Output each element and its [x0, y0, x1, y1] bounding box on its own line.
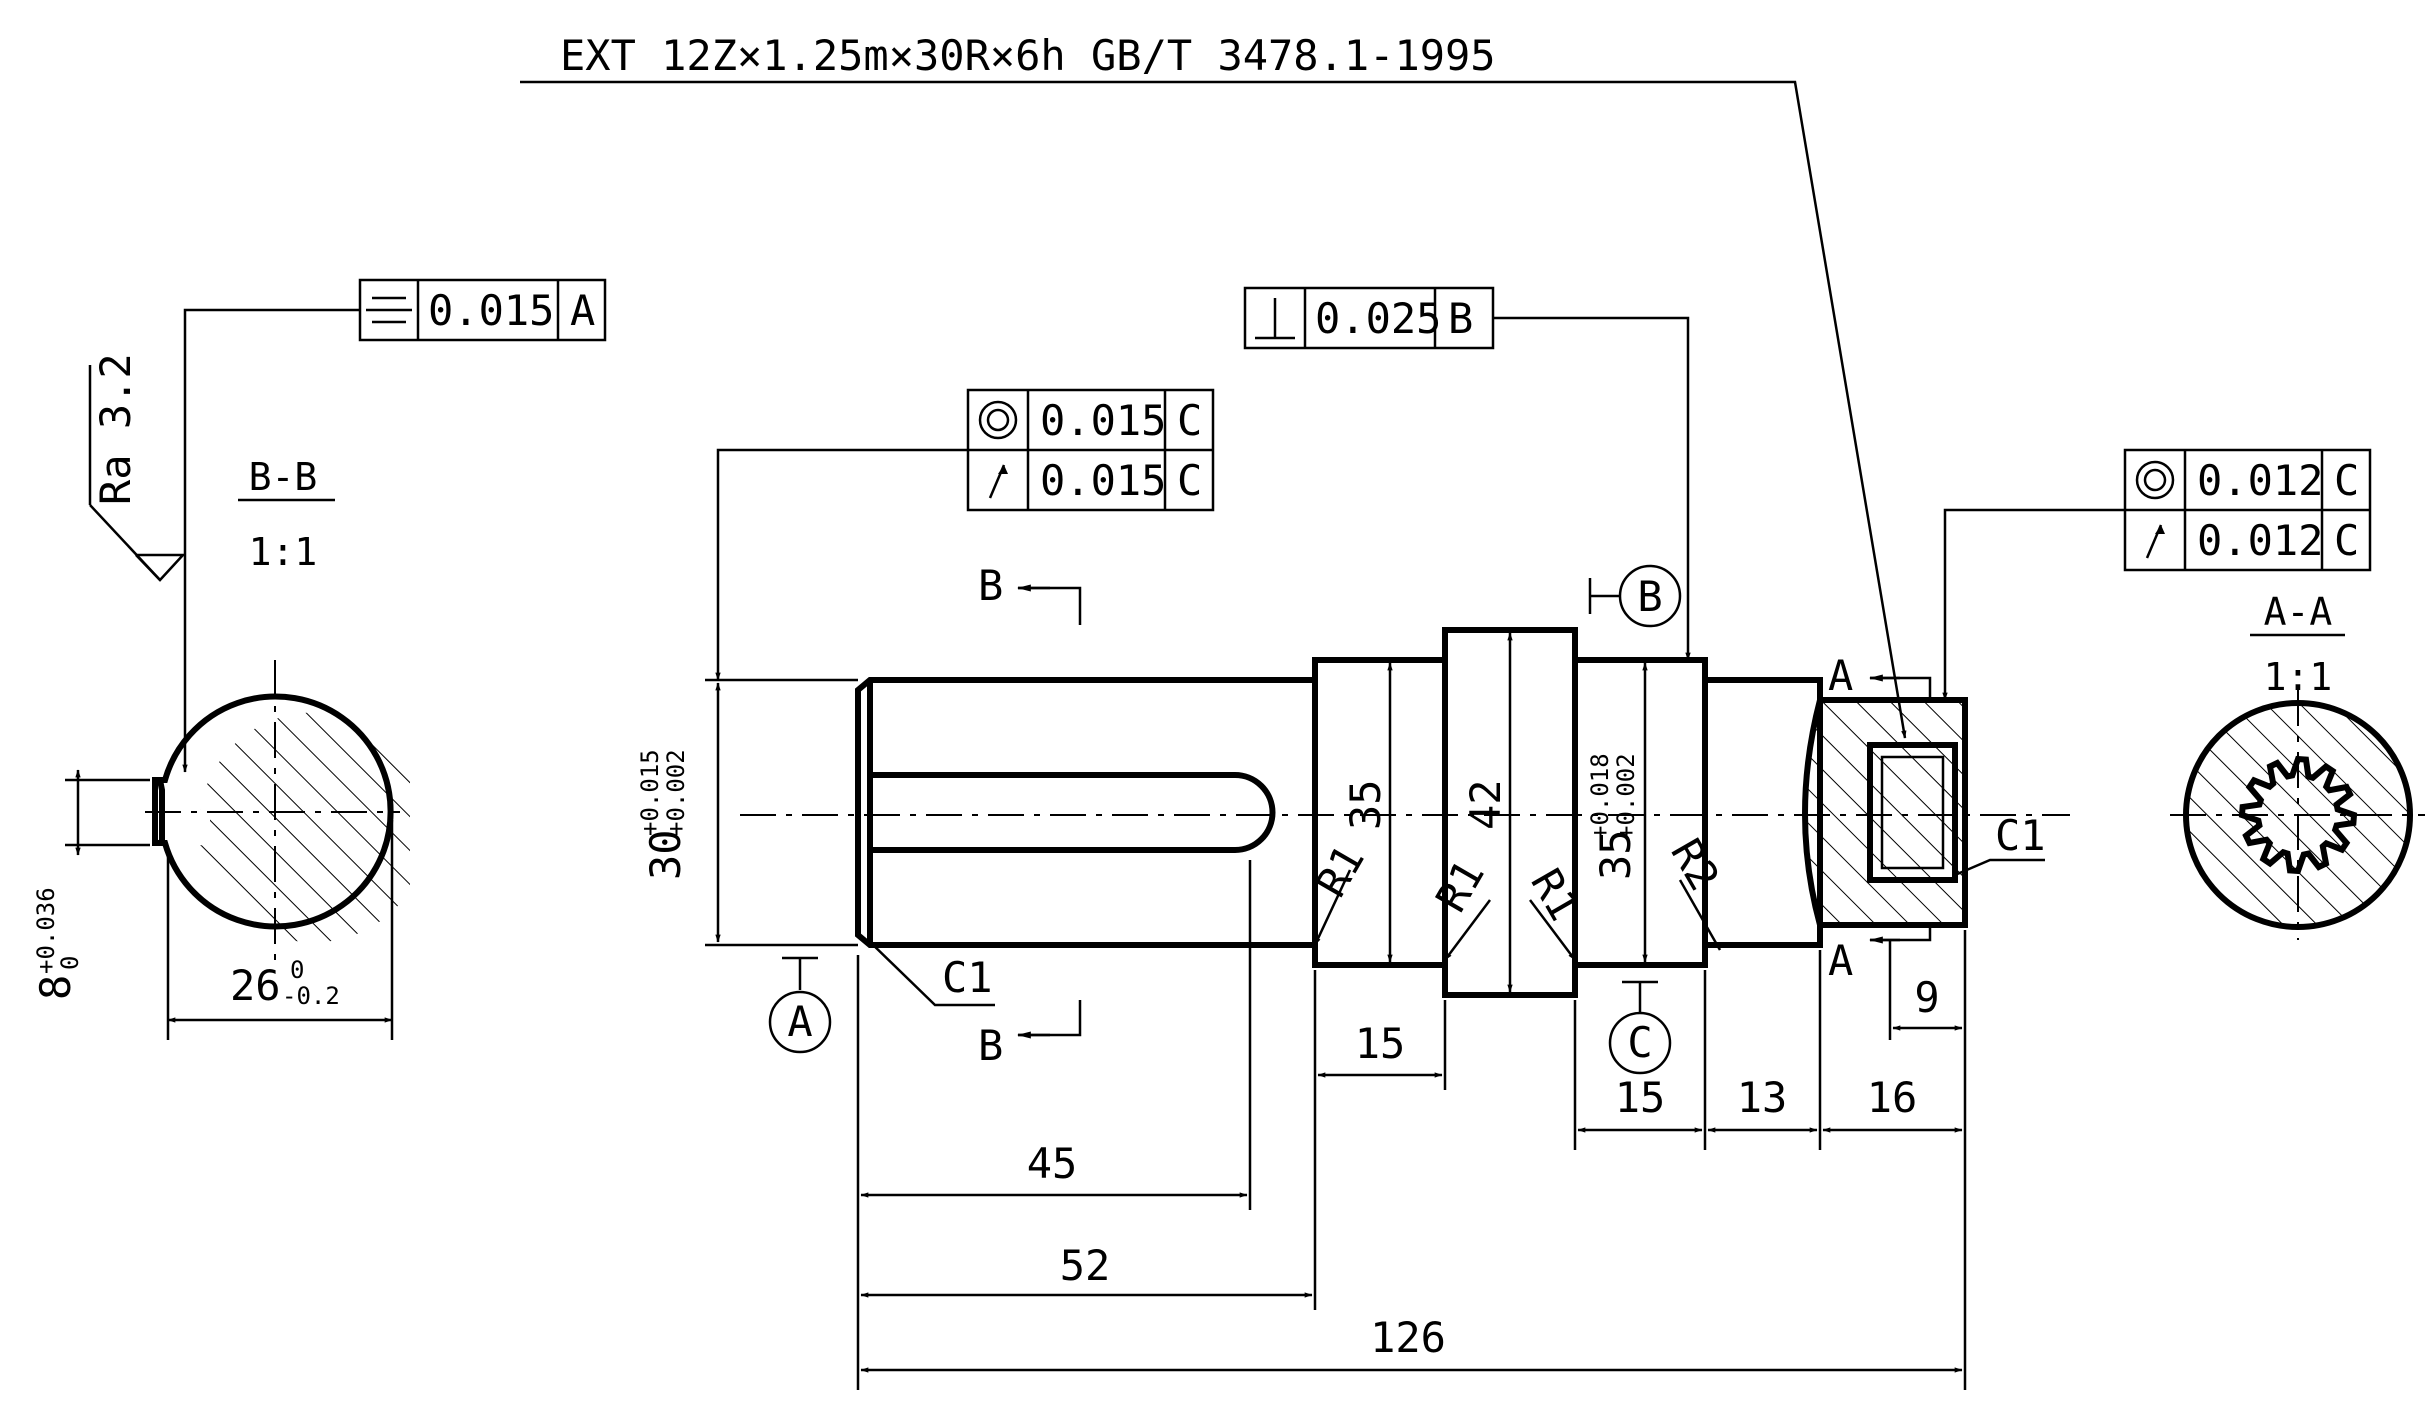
spline-note: EXT 12Z×1.25m×30R×6h GB/T 3478.1-1995 [520, 31, 1907, 739]
section-mark-a-top: A [1828, 651, 1932, 700]
symmetry-datum: A [570, 286, 595, 335]
section-aa-view: A-A 1:1 [2170, 590, 2425, 940]
section-mark-b-bottom: B [978, 1000, 1082, 1070]
svg-text:+0.015: +0.015 [636, 749, 664, 836]
symmetry-leader [182, 308, 360, 773]
right-runout-tolerance: 0.012 [2197, 516, 2323, 565]
r1-c-label: R1 [1521, 861, 1589, 929]
svg-text:0: 0 [290, 956, 304, 984]
dia35-seat-label: 35 +0.018 +0.002 [1586, 753, 1640, 880]
c1-left-label: C1 [942, 953, 993, 1002]
left-concentricity-datum: C [1177, 396, 1202, 445]
section-bb-title: B-B [249, 455, 318, 499]
section-bb-scale: 1:1 [249, 530, 318, 574]
svg-text:+0.002: +0.002 [1612, 753, 1640, 840]
datum-a-letter: A [787, 997, 812, 1046]
concentricity-icon [2135, 460, 2175, 500]
section-bb-outline [152, 693, 394, 930]
svg-text:+0.036: +0.036 [32, 887, 60, 974]
shaft-seat-35 [1572, 657, 1708, 968]
surface-finish: Ra 3.2 [88, 353, 186, 582]
perpendicular-icon [1255, 298, 1295, 340]
svg-text:B: B [978, 561, 1003, 610]
right-runout-datum: C [2334, 516, 2359, 565]
datum-b: B [1588, 564, 1682, 628]
len13-label: 13 [1737, 1073, 1788, 1122]
dia30-label: 30 +0.015 +0.002 [636, 749, 690, 880]
svg-text:26: 26 [230, 961, 281, 1010]
runout-icon [2145, 524, 2165, 559]
right-frame-leader [1942, 508, 2125, 701]
symmetry-icon [366, 296, 412, 324]
c1-right-leader [1954, 858, 2045, 877]
datum-c: C [1608, 980, 1672, 1075]
symmetry-frame: 0.015 A [358, 278, 607, 342]
depth-label: 26 0 -0.2 [230, 956, 340, 1010]
len52-label: 52 [1060, 1241, 1111, 1290]
right-geometric-frame: 0.012 C 0.012 C [2123, 448, 2372, 572]
datum-c-letter: C [1627, 1018, 1652, 1067]
svg-text:A: A [1828, 651, 1853, 700]
perpendicularity-datum: B [1448, 294, 1473, 343]
svg-text:+0.018: +0.018 [1586, 753, 1614, 840]
spline-outline [1802, 697, 1968, 928]
perpendicularity-leader [1493, 316, 1691, 661]
spline-note-text: EXT 12Z×1.25m×30R×6h GB/T 3478.1-1995 [560, 31, 1496, 80]
svg-text:-0.2: -0.2 [282, 982, 340, 1010]
keyway [157, 779, 165, 847]
len15-collar-label: 15 [1355, 1019, 1406, 1068]
svg-text:+0.002: +0.002 [662, 749, 690, 836]
len126-label: 126 [1370, 1313, 1446, 1362]
section-mark-b-top: B [978, 561, 1082, 625]
perpendicularity-tolerance: 0.025 [1315, 294, 1441, 343]
spline-bore [1867, 742, 1958, 883]
svg-text:B: B [978, 1021, 1003, 1070]
datum-b-letter: B [1637, 572, 1662, 621]
c1-left-leader [867, 939, 995, 1007]
left-runout-datum: C [1177, 456, 1202, 505]
svg-text:8: 8 [31, 975, 80, 1000]
section-aa-title: A-A [2264, 590, 2333, 634]
c1-right-label: C1 [1995, 811, 2046, 860]
spline-hatch [1805, 700, 1965, 925]
shaft-main-view: 35 42 35 +0.018 +0.002 30 +0.015 +0.002 … [636, 286, 2372, 1390]
dimension-chain: 15 15 13 16 9 45 52 126 [856, 860, 1967, 1390]
shaft-left-journal [855, 677, 1318, 948]
svg-text:A: A [1828, 936, 1853, 985]
section-bb-view: B-B 1:1 8 +0.036 0 26 0 -0.2 [31, 278, 607, 1040]
concentricity-icon [978, 400, 1018, 440]
surface-finish-text: Ra 3.2 [91, 353, 140, 505]
key-width-label: 8 +0.036 0 [31, 887, 84, 1000]
len9-label: 9 [1914, 973, 1939, 1022]
spline-leader [520, 80, 1907, 739]
dia42-label: 42 [1461, 779, 1510, 830]
right-concentricity-tolerance: 0.012 [2197, 456, 2323, 505]
svg-text:0: 0 [56, 956, 84, 970]
symmetry-tolerance: 0.015 [428, 286, 554, 335]
svg-text:30: 30 [641, 829, 690, 880]
len15-seat-label: 15 [1615, 1073, 1666, 1122]
left-runout-tolerance: 0.015 [1040, 456, 1166, 505]
right-concentricity-datum: C [2334, 456, 2359, 505]
len16-label: 16 [1867, 1073, 1918, 1122]
perpendicularity-frame: 0.025 B [1243, 286, 1495, 350]
left-frame-leader [715, 448, 968, 681]
svg-text:35: 35 [1591, 829, 1640, 880]
r2-label: R2 [1661, 831, 1729, 899]
len45-label: 45 [1027, 1139, 1078, 1188]
datum-a: A [768, 956, 832, 1054]
left-concentricity-tolerance: 0.015 [1040, 396, 1166, 445]
left-geometric-frame: 0.015 C 0.015 C [966, 388, 1215, 512]
runout-icon [988, 464, 1008, 499]
shaft-keyway-slot [870, 772, 1276, 853]
dia35-left-label: 35 [1341, 779, 1390, 830]
